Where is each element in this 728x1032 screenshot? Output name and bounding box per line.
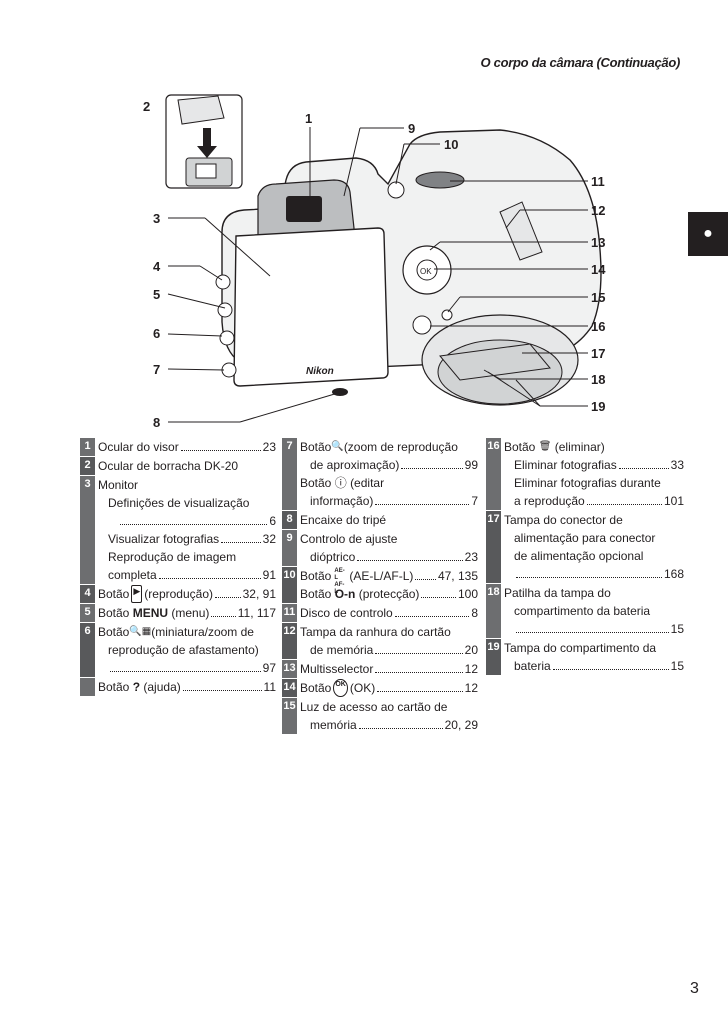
callout-14: 14 [591, 262, 606, 277]
command-dial [415, 171, 465, 189]
zoom-out-button [219, 330, 235, 346]
protect-key-icon: O-n [334, 587, 356, 601]
callout-3: 3 [153, 211, 161, 226]
list-item: 5 Botão MENU (menu)11, 117 [80, 604, 276, 623]
ael-afl-button [387, 181, 405, 199]
trash-icon: 🗑 [538, 441, 552, 452]
callout-15: 15 [591, 290, 606, 305]
callout-13: 13 [591, 235, 606, 250]
list-item: 6 Botão🔍▦(miniatura/zoom de reprodução d… [80, 623, 276, 678]
list-item: 18 Patilha da tampa do compartimento da … [486, 584, 684, 639]
callout-12: 12 [591, 203, 606, 218]
legend-column-3: 16 Botão 🗑 (eliminar) Eliminar fotografi… [486, 438, 684, 676]
list-item: Botão ? (ajuda)11 [80, 678, 276, 697]
thumbnail-zoom-out-icon: 🔍▦ [129, 626, 152, 637]
callout-6: 6 [153, 326, 161, 341]
viewfinder-window [286, 196, 322, 222]
help-icon: ? [132, 680, 141, 694]
monitor-screen [233, 227, 389, 387]
list-item: 17 Tampa do conector de alimentação para… [486, 511, 684, 584]
callout-7: 7 [153, 362, 161, 377]
callout-8: 8 [153, 415, 161, 430]
inset-eyecup [177, 95, 225, 125]
list-item: 8 Encaixe do tripé [282, 511, 478, 530]
page-header-title: O corpo da câmara (Continuação) [480, 55, 681, 70]
list-item: 4 Botão▶(reprodução)32, 91 [80, 585, 276, 604]
playback-icon: ▶ [131, 585, 143, 603]
callout-11: 11 [591, 174, 605, 189]
callout-18: 18 [591, 372, 606, 387]
delete-button [412, 315, 432, 335]
list-item: 16 Botão 🗑 (eliminar) Eliminar fotografi… [486, 438, 684, 511]
list-item: 3 Monitor Definições de visualização 6 V… [80, 476, 276, 585]
callout-19: 19 [591, 399, 606, 414]
zoom-in-icon: 🔍 [331, 441, 344, 452]
list-item: 2 Ocular de borracha DK-20 [80, 457, 276, 476]
info-edit-icon: ⓘ [334, 476, 347, 490]
callout-2: 2 [143, 99, 151, 114]
ok-button [416, 259, 438, 281]
callout-10: 10 [444, 137, 459, 152]
callout-17: 17 [591, 346, 606, 361]
callout-16: 16 [591, 319, 606, 334]
brand-logo: Nikon [306, 366, 334, 377]
ok-label: OK [420, 267, 432, 276]
card-slot-cover [499, 201, 543, 261]
inset-arrow-icon [197, 128, 217, 158]
menu-icon: MENU [132, 606, 169, 620]
access-lamp [441, 309, 453, 321]
camera-back-illustration: Nikon OK [165, 94, 602, 423]
zoom-in-button [221, 362, 237, 378]
callout-5: 5 [153, 287, 161, 302]
callout-4: 4 [153, 259, 161, 274]
list-item: 12 Tampa da ranhura do cartão de memória… [282, 623, 478, 660]
list-item: 7 Botão🔍(zoom de reprodução de aproximaç… [282, 438, 478, 511]
tripod-socket [332, 388, 348, 396]
ael-afl-icon: AE-L AF-L [334, 568, 345, 595]
page-number: 3 [690, 980, 699, 997]
ok-icon: OK [333, 679, 348, 697]
legend-column-2: 7 Botão🔍(zoom de reprodução de aproximaç… [282, 438, 478, 735]
menu-button [217, 302, 233, 318]
camera-icon: ● [703, 225, 713, 242]
callout-1: 1 [305, 111, 313, 126]
callout-9: 9 [408, 121, 416, 136]
section-tab: ● [688, 212, 728, 256]
